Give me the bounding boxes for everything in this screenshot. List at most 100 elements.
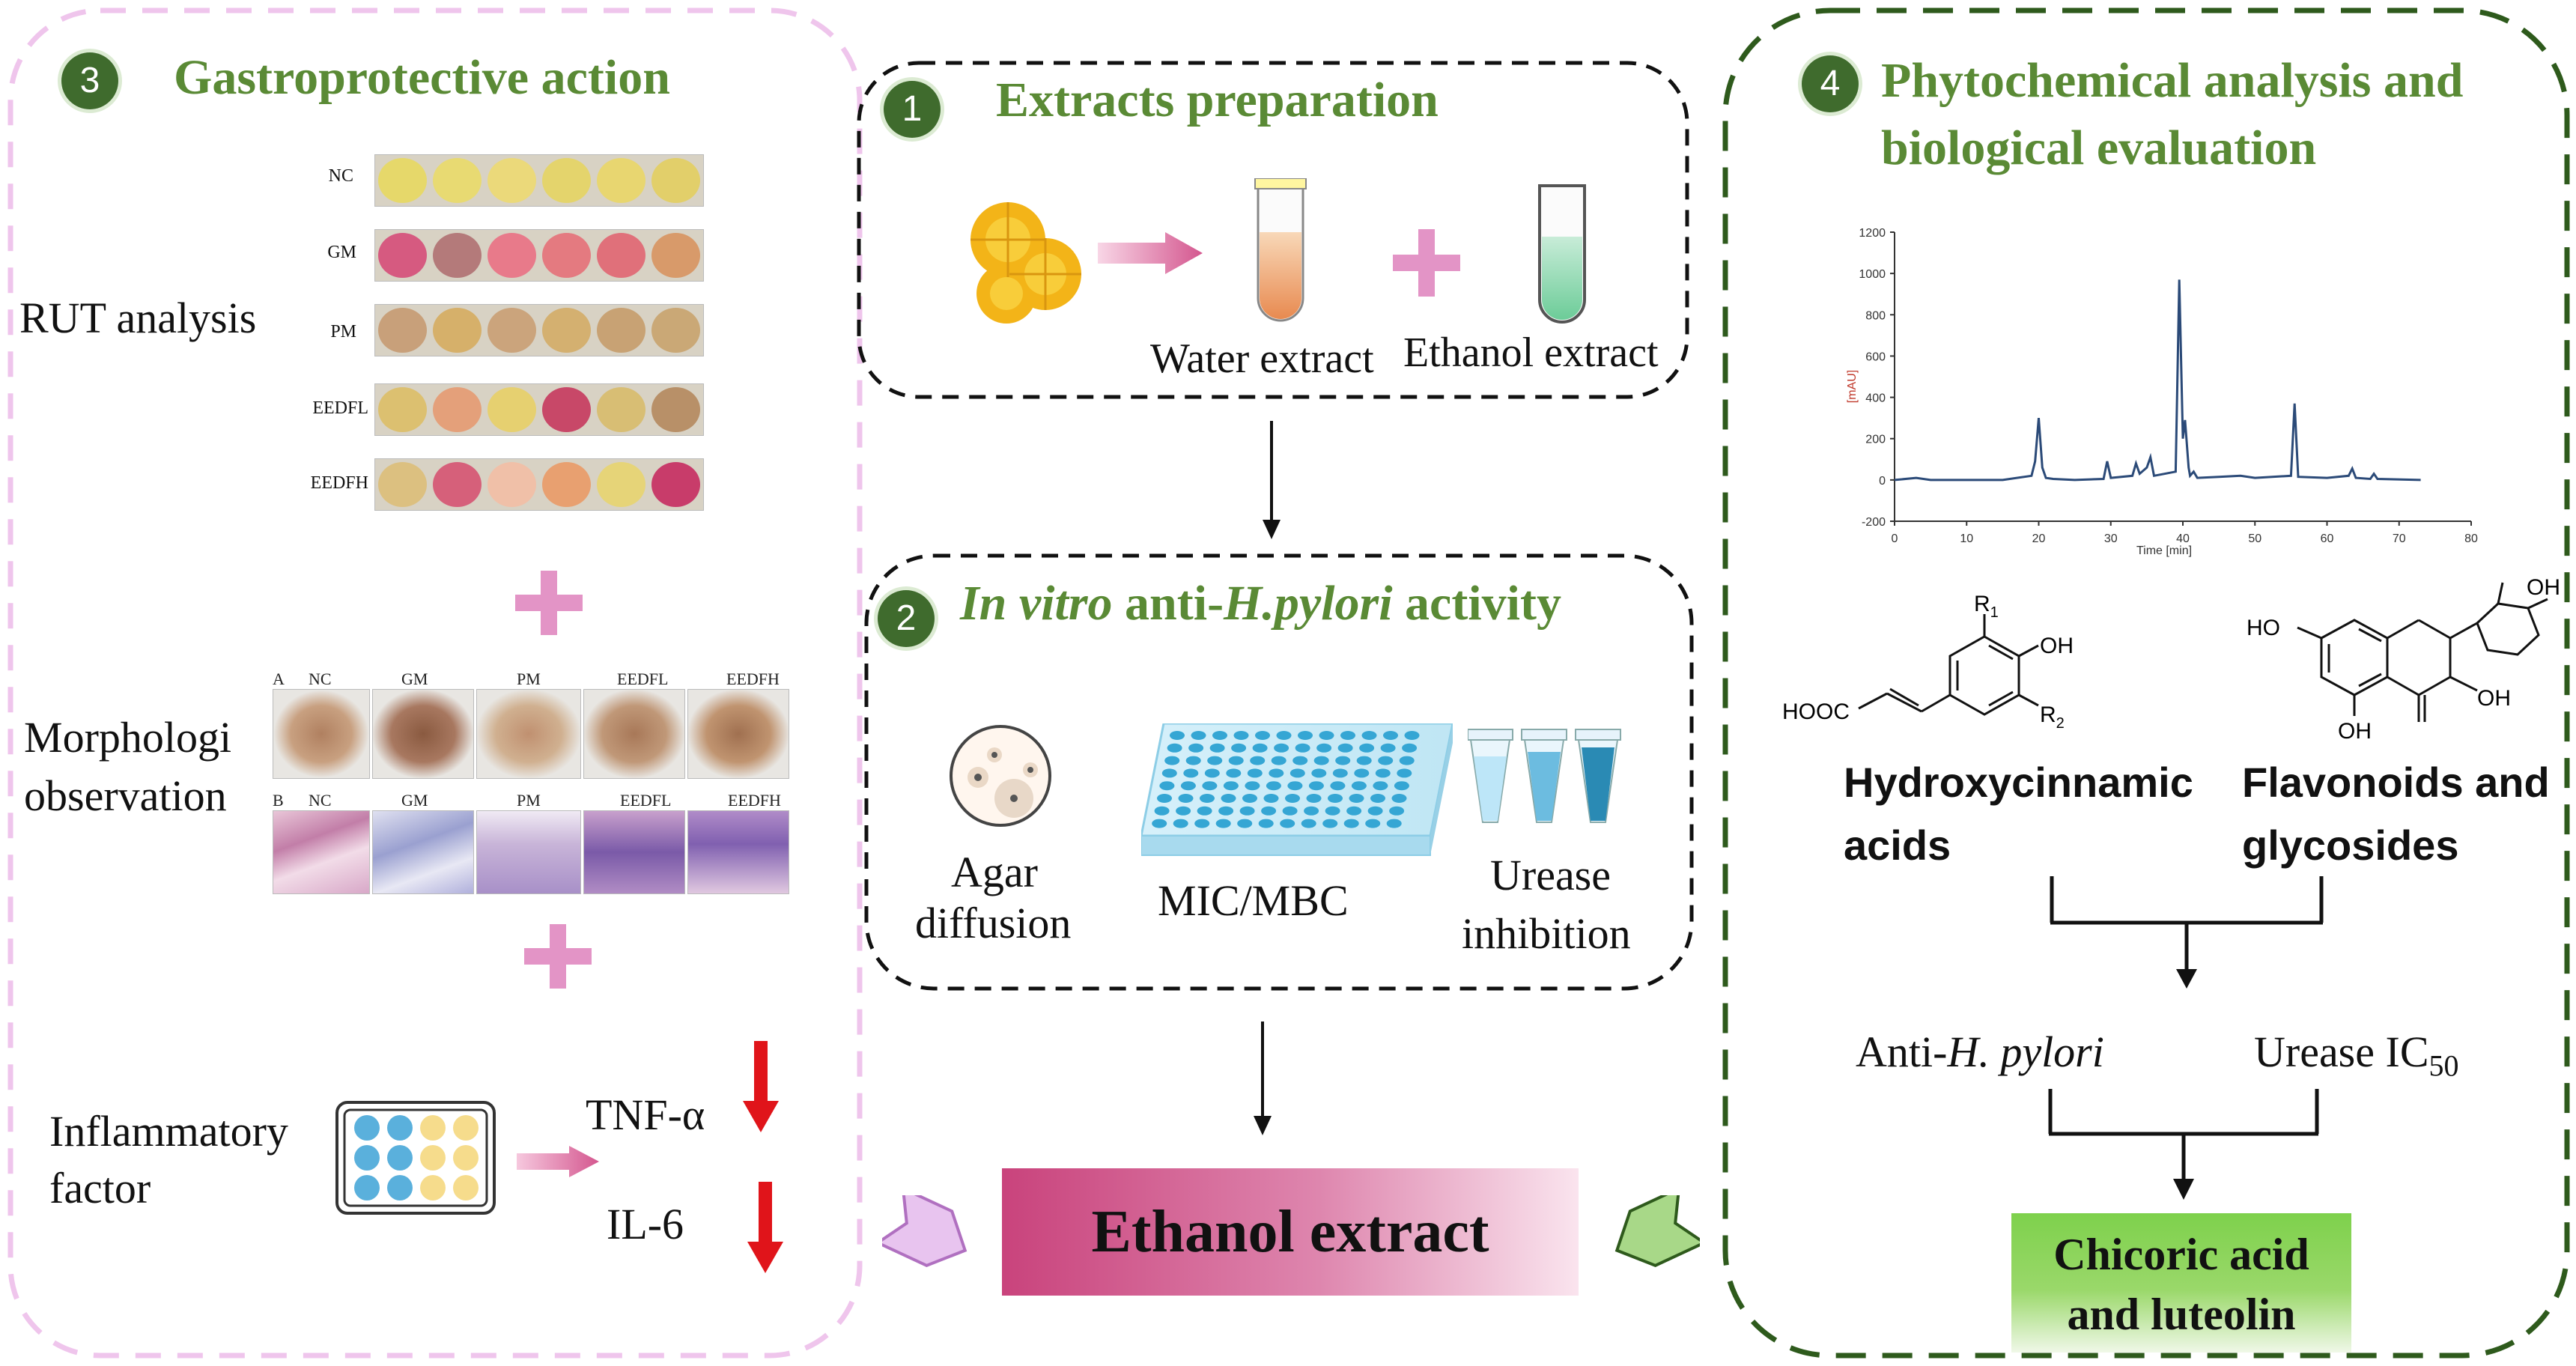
plate-well xyxy=(1287,781,1303,791)
plate-well xyxy=(1242,794,1257,803)
morph-group-label: EEDFL xyxy=(620,791,672,810)
morph-group-label: PM xyxy=(517,791,541,810)
morph-panel-b-label: B xyxy=(273,791,284,810)
morph-panel-a-label: A xyxy=(273,670,285,688)
plate-well xyxy=(1183,768,1199,778)
hplc-x-tick-label: 40 xyxy=(2176,532,2190,545)
plate-well xyxy=(1269,768,1284,778)
plate-well xyxy=(1233,731,1249,740)
plate-well xyxy=(1370,794,1385,803)
plus-icon xyxy=(1393,229,1460,297)
hplc-x-tick-label: 10 xyxy=(1960,532,1973,545)
title-italic: In vitro xyxy=(960,576,1113,631)
plate-well xyxy=(1308,781,1324,791)
result-line1: Chicoric acid xyxy=(2053,1230,2309,1279)
rut-group-label: GM xyxy=(327,243,356,262)
plate-well xyxy=(1361,731,1377,740)
stomach-photo xyxy=(583,689,685,779)
hplc-y-tick-label: 1000 xyxy=(1859,268,1886,281)
plate-well xyxy=(1402,743,1418,753)
plate-well xyxy=(1375,768,1391,778)
plate-well xyxy=(1346,806,1362,816)
plate-well xyxy=(1231,743,1247,753)
plate-well xyxy=(1204,768,1220,778)
morph-group-label: EEDFL xyxy=(617,670,669,688)
plate-well xyxy=(1170,731,1185,740)
plate-well xyxy=(1292,756,1308,765)
histology-image xyxy=(583,810,685,894)
hplc-y-tick-label: 600 xyxy=(1865,350,1886,363)
plus-icon xyxy=(515,571,583,635)
plate-well xyxy=(1399,756,1415,765)
hplc-y-tick-label: 400 xyxy=(1865,392,1886,405)
agar-diffusion-label-line2: diffusion xyxy=(915,899,1072,947)
hplc-y-tick-label: -200 xyxy=(1862,516,1886,529)
ho-label: HO xyxy=(2247,616,2280,640)
plate-well xyxy=(1223,781,1239,791)
dandelion-flower-icon xyxy=(970,202,1081,324)
plate-well xyxy=(1255,731,1270,740)
plate-well xyxy=(1343,819,1359,828)
panel1-title: Extracts preparation xyxy=(996,73,1439,127)
plate-well xyxy=(1285,794,1300,803)
plate-well xyxy=(1304,806,1319,816)
oh-label: OH xyxy=(2338,719,2372,744)
plate-well xyxy=(1266,781,1281,791)
green-pointer-icon xyxy=(1614,1195,1700,1268)
plate-well xyxy=(1188,743,1204,753)
rut-analysis-label: RUT analysis xyxy=(19,294,257,342)
plate-well xyxy=(1337,743,1353,753)
plate-well xyxy=(1383,731,1398,740)
plate-well xyxy=(1319,731,1334,740)
plate-well xyxy=(1221,794,1236,803)
plate-well xyxy=(1202,781,1218,791)
rut-group-label: EEDFL xyxy=(312,398,368,418)
plate-well xyxy=(1263,794,1279,803)
marker-tnf-alpha: TNF-α xyxy=(586,1090,705,1139)
plate-well xyxy=(1276,731,1292,740)
plate-well xyxy=(1351,781,1367,791)
hplc-y-tick-label: 200 xyxy=(1865,434,1886,446)
plate-well xyxy=(1404,731,1420,740)
oh-label: OH xyxy=(2527,575,2560,600)
rut-well-strip-nc xyxy=(374,154,704,207)
h-pylori-italic: H. pylori xyxy=(1947,1027,2104,1076)
rut-well-strip-pm xyxy=(374,304,704,356)
morph-group-label: EEDFH xyxy=(726,670,780,688)
hplc-x-tick-label: 50 xyxy=(2248,532,2261,545)
stomach-photo xyxy=(476,689,581,779)
plate-well xyxy=(1356,756,1372,765)
plate-well xyxy=(1349,794,1364,803)
panel4-title-line1: Phytochemical analysis and xyxy=(1881,53,2464,108)
elisa-plate-icon xyxy=(335,1101,496,1215)
stomach-photo xyxy=(687,689,789,779)
plate-well xyxy=(1178,794,1194,803)
plate-well xyxy=(1167,743,1182,753)
plate-well xyxy=(1200,794,1215,803)
chicoric-luteolin-result-box xyxy=(2011,1213,2351,1353)
hplc-y-tick-label: 800 xyxy=(1865,309,1886,322)
plate-well xyxy=(1373,781,1388,791)
arrow-down-icon xyxy=(1263,421,1281,539)
plate-well xyxy=(1295,743,1310,753)
panel2-title: In vitro anti-H.pylori activity xyxy=(960,571,1561,637)
title-end: activity xyxy=(1392,576,1561,631)
plate-well xyxy=(1237,819,1253,828)
water-extract-tube-icon xyxy=(1254,178,1307,322)
panel3-title: Gastroprotective action xyxy=(174,50,670,105)
plate-well xyxy=(1354,768,1370,778)
plate-well xyxy=(1311,768,1327,778)
hplc-y-axis-label: [mAU] xyxy=(1846,370,1859,403)
pink-pointer-icon xyxy=(882,1195,967,1268)
merge-connector-icon xyxy=(2050,876,2324,989)
inflammatory-label-line1: Inflammatory xyxy=(49,1107,288,1156)
morph-group-label: GM xyxy=(401,791,428,810)
urease-tubes-icon xyxy=(1468,729,1621,823)
plate-well xyxy=(1340,731,1355,740)
plate-well xyxy=(1261,806,1277,816)
oh-label: OH xyxy=(2040,634,2074,658)
ethanol-extract-tube-icon xyxy=(1538,184,1586,324)
plate-well xyxy=(1306,794,1322,803)
r1-label: R1 xyxy=(1974,592,1999,621)
histology-image xyxy=(476,810,581,894)
